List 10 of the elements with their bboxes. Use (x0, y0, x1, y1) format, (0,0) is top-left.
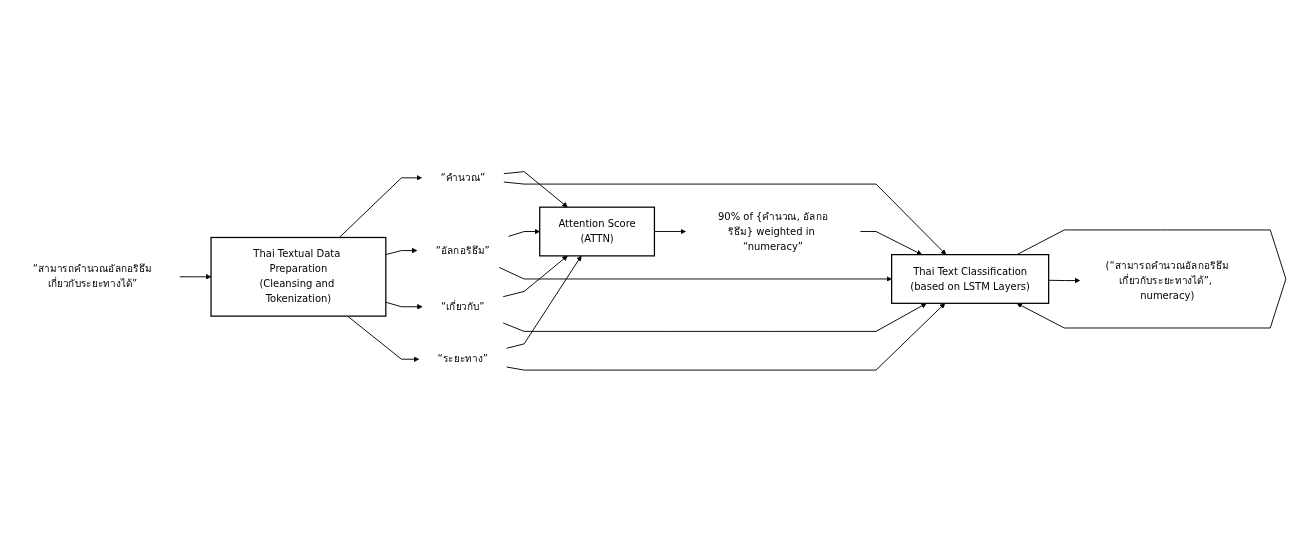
node-text: “สามารถคำนวณอัลกอริธึมเกี่ยวกับระยะทางได้” (32, 263, 153, 290)
node-text: “เกี่ยวกับ” (441, 300, 485, 313)
node-box: Thai Text Classification (based on LSTM Layers) (891, 253, 1050, 304)
node-text: (“สามารถคำนวณอัลกอริธึมเกี่ยวกับระยะทางได้”, numeracy) (1105, 259, 1229, 302)
node-text: “อัลกอริธึม” (435, 244, 490, 257)
node-text: “ระยะทาง” (437, 352, 488, 365)
node-text: 90% of {คำนวณ, อัลกอริธึม} weighted in “numeracy” (717, 210, 829, 253)
node-box: Attention Score (ATTN) (539, 206, 656, 257)
node-text: “คำนวณ” (440, 171, 486, 184)
node-box: Thai Textual Data Preparation (Cleansing and Tokenization) (210, 236, 387, 317)
